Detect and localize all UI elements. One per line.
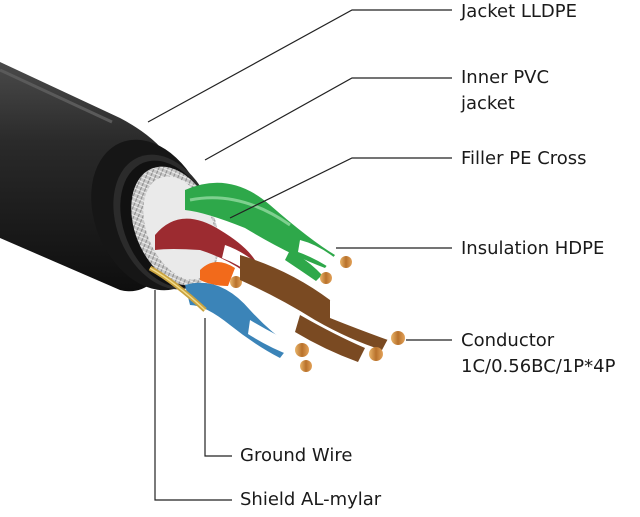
callout-lines	[147, 9, 452, 501]
pair-blue	[185, 282, 312, 372]
label-conductor-line1: Conductor	[461, 330, 555, 351]
pair-green	[185, 182, 352, 284]
pair-orange	[200, 261, 242, 288]
label-filler: Filler PE Cross	[461, 148, 587, 169]
label-inner-jacket-line1: Inner PVC	[461, 67, 550, 88]
callout-line-shield	[154, 290, 232, 501]
callout-line-inner-jacket	[204, 77, 452, 161]
label-conductor-line2: 1C/0.56BC/1P*4P	[461, 356, 616, 377]
label-insulation: Insulation HDPE	[461, 238, 605, 259]
callout-line-jacket	[147, 9, 452, 123]
ground-wire	[148, 265, 207, 312]
label-ground-wire: Ground Wire	[240, 445, 353, 466]
callout-line-filler	[229, 157, 452, 219]
callout-line-ground	[204, 318, 232, 457]
label-jacket: Jacket LLDPE	[461, 1, 578, 22]
pair-brown	[240, 255, 405, 362]
label-shield: Shield AL-mylar	[240, 489, 382, 510]
label-inner-jacket-line2: jacket	[461, 93, 515, 114]
